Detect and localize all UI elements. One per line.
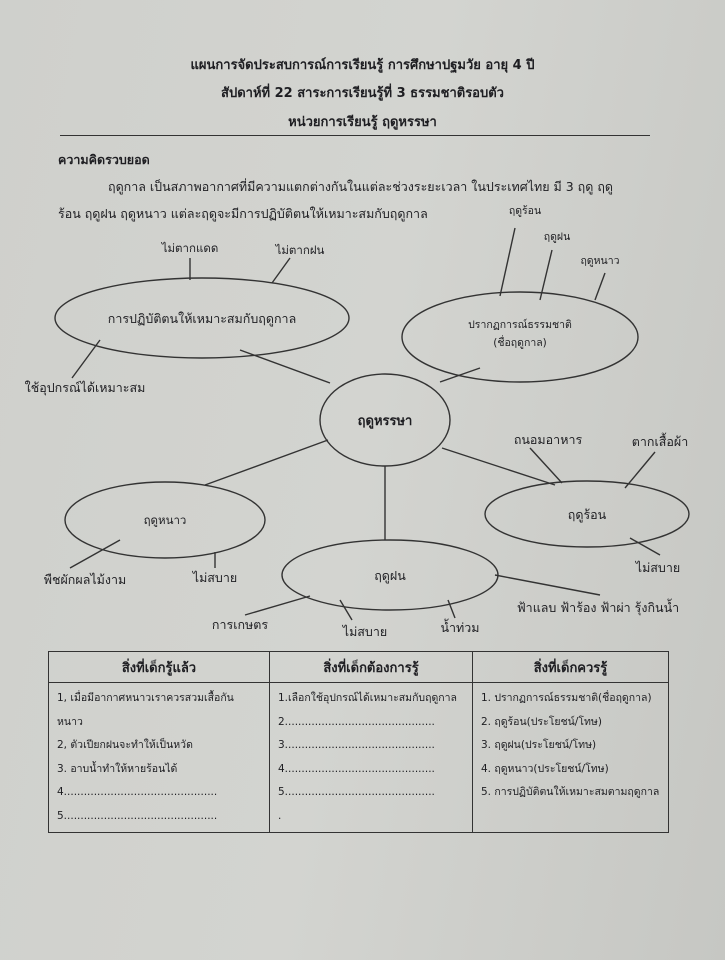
list-item: 3. ฤดูฝน(ประโยชน์/โทษ) — [481, 739, 597, 751]
phenomena-leaf: ฤดูฝน — [544, 231, 571, 243]
list-item: 1, เมื่อมีอากาศหนาวเราควรสวมเสื้อกัน — [57, 692, 234, 704]
list-item: . — [278, 809, 282, 822]
winter-leaf: พืชผักผลไม้งาม — [44, 572, 127, 587]
phenomena-label-2: (ชื่อฤดูกาล) — [493, 335, 547, 349]
phenomena-label: ปรากฏการณ์ธรรมชาติ — [468, 318, 572, 331]
summer-leaf: ถนอมอาหาร — [514, 432, 583, 447]
learning-table: สิ่งที่เด็กรู้แล้ว สิ่งที่เด็กต้องการรู้… — [48, 651, 669, 833]
practice-leaf: ใช้อุปกรณ์ได้เหมาะสม — [25, 380, 146, 396]
list-item: 4.......................................… — [57, 786, 218, 798]
should-cell: 1. ปรากฏการณ์ธรรมชาติ(ชื่อฤดูกาล) 2. ฤดู… — [472, 682, 669, 833]
winter-leaf: ไม่สบาย — [192, 570, 237, 585]
plan-title: แผนการจัดประสบการณ์การเรียนรู้ การศึกษาป… — [190, 58, 535, 73]
center-label: ฤดูหรรษา — [358, 414, 413, 429]
list-item: หนาว — [57, 715, 83, 728]
list-item: 2, ตัวเปียกฝนจะทำให้เป็นหวัด — [57, 739, 193, 751]
practice-leaf: ไม่ตากฝน — [275, 243, 325, 257]
list-item: 2. ฤดูร้อน(ประโยชน์/โทษ) — [481, 715, 602, 728]
col-header-should: สิ่งที่เด็กควรรู้ — [472, 651, 669, 683]
practice-leaf: ไม่ตากแดด — [161, 241, 219, 255]
rainy-label: ฤดูฝน — [374, 568, 406, 584]
phenomena-node — [401, 291, 639, 383]
col-header-known: สิ่งที่เด็กรู้แล้ว — [48, 651, 270, 683]
list-item: 2.......................................… — [278, 715, 435, 728]
winter-node — [64, 481, 266, 559]
list-item: 1. ปรากฏการณ์ธรรมชาติ(ชื่อฤดูกาล) — [481, 692, 652, 704]
mind-map: ฤดูหรรษา การปฏิบัติตนให้เหมาะสมกับฤดูกาล… — [25, 205, 690, 639]
list-item: 5.......................................… — [278, 786, 435, 798]
col-header-want: สิ่งที่เด็กต้องการรู้ — [269, 651, 473, 683]
rainy-leaf: น้ำท่วม — [440, 618, 479, 635]
list-item: 5.......................................… — [57, 809, 218, 822]
concept-heading: ความคิดรวบยอด — [58, 152, 150, 167]
list-item: 3. อาบน้ำทำให้หายร้อนได้ — [57, 762, 178, 775]
summer-node — [484, 480, 690, 548]
header-divider — [60, 135, 650, 136]
week-subject: สัปดาห์ที่ 22 สาระการเรียนรู้ที่ 3 ธรรมช… — [221, 86, 504, 101]
unit-title: หน่วยการเรียนรู้ ฤดูหรรษา — [288, 115, 437, 130]
list-item: 4.......................................… — [278, 762, 435, 775]
center-node — [319, 373, 451, 467]
rainy-leaf: ฟ้าแลบ ฟ้าร้อง ฟ้าผ่า รุ้งกินน้ำ — [517, 598, 679, 616]
known-cell: 1, เมื่อมีอากาศหนาวเราควรสวมเสื้อกัน หนา… — [48, 682, 270, 833]
concept-line-1: ฤดูกาล เป็นสภาพอากาศที่มีความแตกต่างกันใ… — [108, 179, 614, 194]
list-item: 1.เลือกใช้อุปกรณ์ได้เหมาะสมกับฤดูกาล — [278, 692, 457, 704]
summer-leaf: ตากเสื้อผ้า — [632, 432, 688, 449]
rainy-leaf: ไม่สบาย — [342, 624, 387, 639]
practice-node — [54, 277, 350, 359]
phenomena-leaf: ฤดูหนาว — [580, 255, 619, 267]
want-cell: 1.เลือกใช้อุปกรณ์ได้เหมาะสมกับฤดูกาล 2..… — [269, 682, 473, 833]
summer-label: ฤดูร้อน — [568, 507, 607, 523]
summer-leaf: ไม่สบาย — [635, 560, 680, 575]
rainy-node — [281, 539, 499, 611]
list-item: 3.......................................… — [278, 739, 435, 751]
concept-line-2: ร้อน ฤดูฝน ฤดูหนาว แต่ละฤดูจะมีการปฏิบัต… — [58, 206, 428, 221]
practice-label: การปฏิบัติตนให้เหมาะสมกับฤดูกาล — [108, 311, 296, 327]
phenomena-leaf: ฤดูร้อน — [509, 205, 541, 217]
winter-label: ฤดูหนาว — [144, 513, 187, 527]
list-item: 5. การปฏิบัติตนให้เหมาะสมตามฤดูกาล — [481, 786, 660, 798]
list-item: 4. ฤดูหนาว(ประโยชน์/โทษ) — [481, 762, 609, 775]
rainy-leaf: การเกษตร — [212, 617, 268, 632]
